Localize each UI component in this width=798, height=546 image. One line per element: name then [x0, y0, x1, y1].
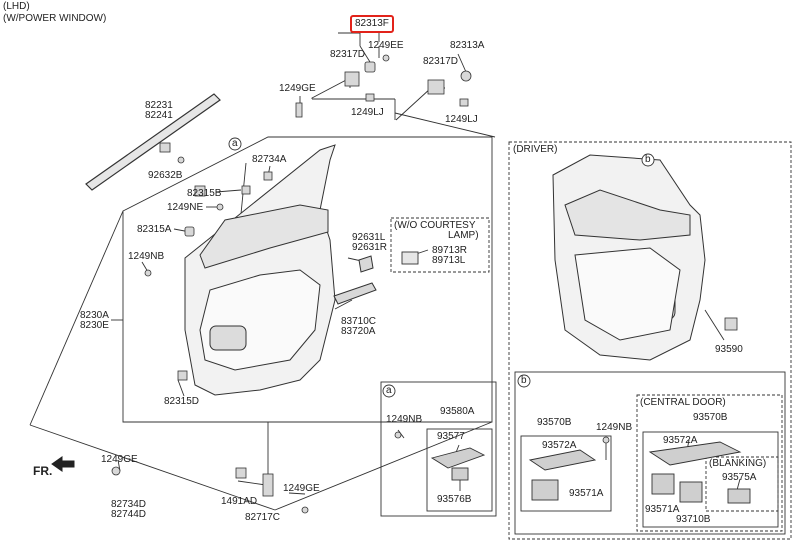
driver-box-title: (DRIVER) — [513, 144, 558, 155]
part-label[interactable]: 93580A — [440, 406, 475, 417]
weatherstrip-shape — [85, 93, 221, 191]
part-label[interactable]: 82734A — [252, 154, 287, 165]
part-label[interactable]: 1249GE — [283, 483, 320, 494]
fr-arrow — [51, 456, 75, 472]
central-door-box — [636, 394, 783, 532]
part-label[interactable]: 82734D — [111, 499, 147, 510]
header-lhd: (LHD) — [3, 1, 30, 12]
blanking-title: (BLANKING) — [709, 458, 767, 469]
part-label[interactable]: 8230A — [80, 310, 109, 321]
part-label[interactable]: 82317D — [330, 49, 366, 60]
courtesy-box-subtitle: LAMP) — [448, 230, 479, 241]
detail-box-b — [514, 371, 786, 535]
part-label[interactable]: 93570B — [693, 412, 728, 423]
switch-93580A — [430, 447, 486, 469]
central-door-title: (CENTRAL DOOR) — [640, 397, 726, 408]
part-label[interactable]: 82315B — [187, 188, 222, 199]
part-label[interactable]: 82241 — [145, 110, 173, 121]
part-label[interactable]: 82717C — [245, 512, 281, 523]
part-label[interactable]: 1249GE — [279, 83, 316, 94]
part-label[interactable]: 82744D — [111, 509, 147, 520]
highlighted-part-label[interactable]: 82313F — [350, 15, 394, 33]
part-label[interactable]: 93572A — [542, 440, 577, 451]
part-label[interactable]: 92631R — [352, 242, 388, 253]
part-label[interactable]: 93577 — [437, 431, 465, 442]
part-label[interactable]: 1249GE — [101, 454, 138, 465]
main-frame — [122, 136, 493, 423]
header-power-window: (W/POWER WINDOW) — [3, 13, 107, 24]
callout-a-box: a — [386, 385, 392, 396]
part-label[interactable]: 82231 — [145, 100, 173, 111]
part-label[interactable]: 1249NB — [386, 414, 423, 425]
part-label[interactable]: 89713R — [432, 245, 468, 256]
part-label[interactable]: 1249NE — [167, 202, 204, 213]
part-label[interactable]: 93575A — [722, 472, 757, 483]
callout-b-driver: b — [645, 154, 651, 165]
driver-box — [508, 141, 792, 540]
courtesy-box — [390, 217, 490, 273]
part-label[interactable]: 1249EE — [368, 40, 404, 51]
callout-a-main: a — [232, 138, 238, 149]
part-label[interactable]: 93571A — [569, 488, 604, 499]
detail-box-a — [380, 381, 497, 517]
part-label[interactable]: 1491AD — [221, 496, 258, 507]
part-label[interactable]: 89713L — [432, 255, 466, 266]
blanking-box — [705, 456, 779, 512]
switch-93570B-left — [528, 449, 597, 471]
part-label[interactable]: 93570B — [537, 417, 572, 428]
callout-b-box: b — [521, 375, 527, 386]
part-label[interactable]: 82315D — [164, 396, 200, 407]
courtesy-box-title: (W/O COURTESY — [394, 220, 476, 231]
part-label[interactable]: 1249NB — [596, 422, 633, 433]
part-label[interactable]: 8230E — [80, 320, 109, 331]
part-label[interactable]: 1249LJ — [445, 114, 478, 125]
part-label[interactable]: 82313A — [450, 40, 485, 51]
part-label[interactable]: 93710B — [676, 514, 711, 525]
part-label[interactable]: 83720A — [341, 326, 376, 337]
part-label[interactable]: 83710C — [341, 316, 377, 327]
part-label[interactable]: 1249LJ — [351, 107, 384, 118]
switch-93570B-right — [648, 441, 742, 466]
part-label[interactable]: 93590 — [715, 344, 743, 355]
part-label[interactable]: 93576B — [437, 494, 472, 505]
part-label[interactable]: 92632B — [148, 170, 183, 181]
part-label[interactable]: 1249NB — [128, 251, 165, 262]
part-label[interactable]: 93571A — [645, 504, 680, 515]
part-label[interactable]: 82317D — [423, 56, 459, 67]
part-label[interactable]: 82315A — [137, 224, 172, 235]
part-label[interactable]: 92631L — [352, 232, 386, 243]
front-direction-label: FR. — [33, 464, 53, 478]
part-label[interactable]: 93572A — [663, 435, 698, 446]
